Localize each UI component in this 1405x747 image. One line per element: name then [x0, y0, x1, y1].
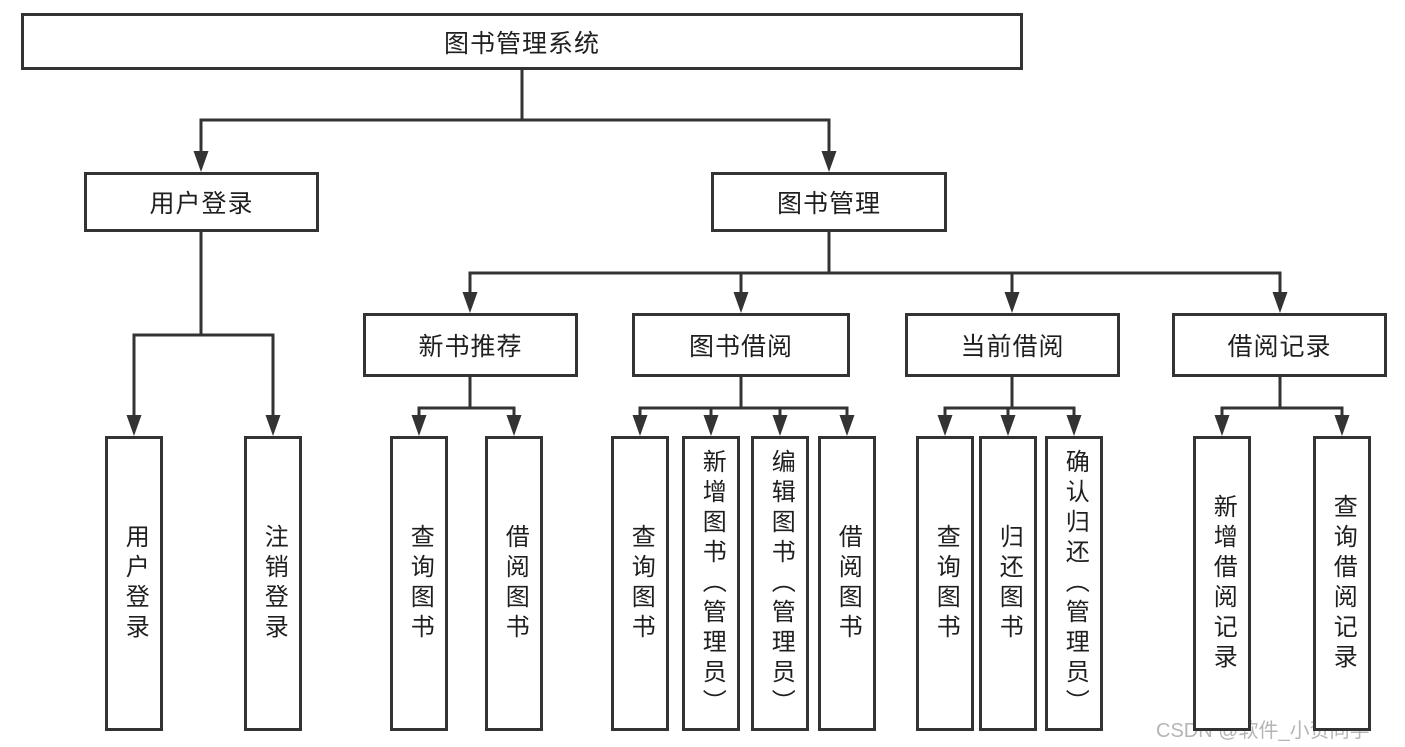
connector-borrowing-records — [1220, 375, 1344, 420]
arrow-down-icon — [821, 151, 837, 172]
node-label: 图书借阅 — [688, 333, 793, 361]
node-root: 图书管理系统 — [21, 13, 1023, 70]
leaf-edit-book-admin: 编辑图书（管理员） — [751, 436, 809, 731]
node-label: 查询图书 — [627, 523, 655, 644]
node-label: 查询图书 — [406, 523, 434, 644]
arrow-down-icon — [126, 415, 142, 436]
arrow-down-icon — [1334, 415, 1350, 436]
leaf-query-books-current: 查询图书 — [916, 436, 974, 731]
arrow-down-icon — [193, 151, 209, 172]
leaf-logout: 注销登录 — [244, 436, 302, 731]
node-label: 借阅图书 — [501, 523, 529, 644]
node-label: 借阅记录 — [1227, 333, 1332, 361]
connector-new-book-recommend — [417, 375, 516, 420]
arrow-down-icon — [1214, 415, 1230, 436]
node-user-login: 用户登录 — [84, 172, 319, 232]
leaf-query-borrow-record: 查询借阅记录 — [1313, 436, 1371, 731]
leaf-user-login: 用户登录 — [105, 436, 163, 731]
node-label: 新书推荐 — [418, 333, 523, 361]
leaf-borrow-books-borrowing: 借阅图书 — [818, 436, 876, 731]
arrow-down-icon — [1272, 292, 1288, 313]
arrow-down-icon — [411, 415, 427, 436]
node-label: 新增图书（管理员） — [698, 448, 726, 719]
node-label: 借阅图书 — [834, 523, 862, 644]
connector-book-management — [468, 230, 1282, 297]
node-label: 图书管理系统 — [443, 29, 600, 58]
node-book-management: 图书管理 — [711, 172, 947, 232]
arrow-down-icon — [462, 292, 478, 313]
node-label: 查询借阅记录 — [1329, 493, 1357, 674]
arrow-down-icon — [1004, 292, 1020, 313]
arrow-down-icon — [1000, 415, 1016, 436]
arrowheads — [126, 151, 1350, 436]
leaf-add-book-admin: 新增图书（管理员） — [682, 436, 740, 731]
node-label: 查询图书 — [932, 523, 960, 644]
arrow-down-icon — [1066, 415, 1082, 436]
node-label: 注销登录 — [260, 523, 288, 644]
arrow-down-icon — [632, 415, 648, 436]
leaf-borrow-books-recommend: 借阅图书 — [485, 436, 543, 731]
connector-book-borrowing — [638, 375, 849, 420]
connector-root — [199, 68, 831, 156]
arrow-down-icon — [506, 415, 522, 436]
node-label: 确认归还（管理员） — [1061, 448, 1089, 719]
arrow-down-icon — [265, 415, 281, 436]
arrow-down-icon — [733, 292, 749, 313]
leaf-return-books: 归还图书 — [979, 436, 1037, 731]
connector-user-login — [132, 230, 275, 420]
node-label: 编辑图书（管理员） — [767, 448, 795, 719]
node-label: 当前借阅 — [960, 333, 1065, 361]
arrow-down-icon — [937, 415, 953, 436]
arrow-down-icon — [839, 415, 855, 436]
leaf-query-books-borrowing: 查询图书 — [611, 436, 669, 731]
connector-current-borrowing — [943, 375, 1076, 420]
leaf-query-books-recommend: 查询图书 — [390, 436, 448, 731]
node-label: 图书管理 — [776, 190, 881, 218]
node-label: 用户登录 — [121, 523, 149, 644]
node-borrowing-records: 借阅记录 — [1172, 313, 1387, 377]
arrow-down-icon — [772, 415, 788, 436]
node-current-borrowing: 当前借阅 — [905, 313, 1120, 377]
node-label: 用户登录 — [149, 190, 254, 218]
node-new-book-recommend: 新书推荐 — [363, 313, 578, 377]
arrow-down-icon — [703, 415, 719, 436]
leaf-confirm-return-admin: 确认归还（管理员） — [1045, 436, 1103, 731]
node-book-borrowing: 图书借阅 — [632, 313, 850, 377]
node-label: 归还图书 — [995, 523, 1023, 644]
leaf-add-borrow-record: 新增借阅记录 — [1193, 436, 1251, 731]
node-label: 新增借阅记录 — [1209, 493, 1237, 674]
